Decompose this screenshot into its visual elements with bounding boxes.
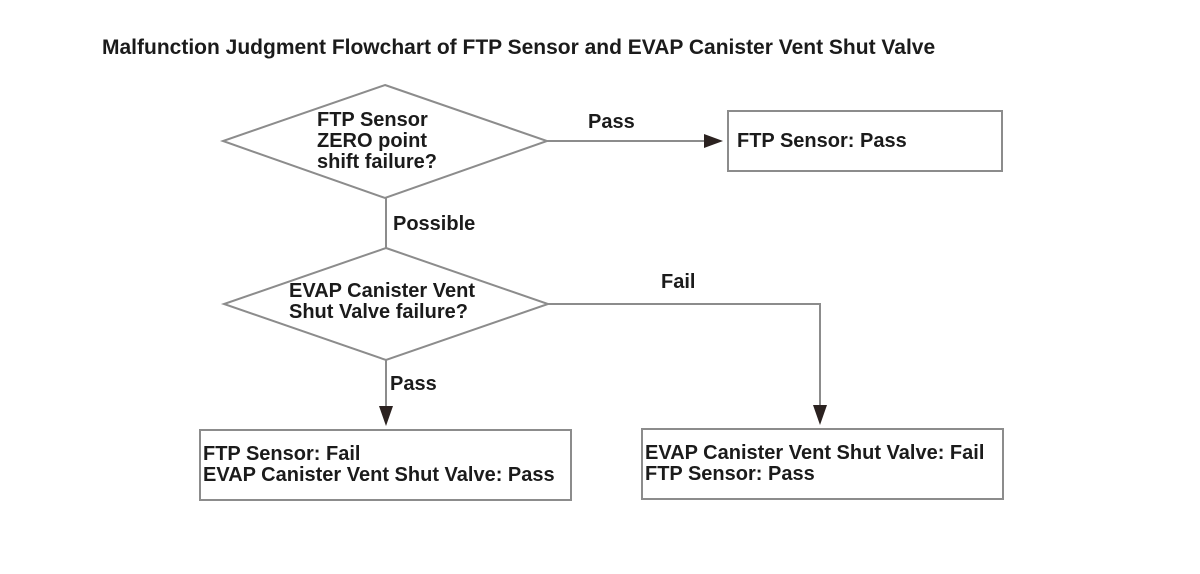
result-box-ftp-pass: FTP Sensor: Pass (727, 110, 1003, 172)
decision-1-line1: FTP Sensor (317, 109, 428, 131)
arrowhead-pass-down-icon (379, 406, 393, 426)
edge-fail-right-down (548, 303, 821, 407)
result-box-ftp-fail-line2: EVAP Canister Vent Shut Valve: Pass (203, 464, 555, 486)
label-possible: Possible (393, 213, 476, 235)
label-pass-top: Pass (588, 111, 635, 133)
arrowhead-fail-down-icon (813, 405, 827, 425)
decision-2-line2: Shut Valve failure? (289, 301, 468, 323)
decision-2-line1: EVAP Canister Vent (289, 280, 475, 302)
page-title: Malfunction Judgment Flowchart of FTP Se… (102, 36, 936, 59)
decision-1-line3: shift failure? (317, 151, 438, 173)
label-pass-bottom: Pass (390, 373, 437, 395)
result-box-valve-fail-line2: FTP Sensor: Pass (645, 463, 815, 485)
result-box-ftp-fail-line1: FTP Sensor: Fail (203, 443, 361, 465)
result-box-ftp-pass-line1: FTP Sensor: Pass (737, 129, 907, 152)
arrowhead-pass-right-icon (704, 134, 723, 148)
label-fail: Fail (661, 271, 696, 293)
result-box-valve-fail-ftp-pass: EVAP Canister Vent Shut Valve: Fail FTP … (641, 428, 1004, 500)
result-box-valve-fail-line1: EVAP Canister Vent Shut Valve: Fail (645, 442, 985, 464)
result-box-ftp-fail-valve-pass: FTP Sensor: Fail EVAP Canister Vent Shut… (199, 429, 572, 501)
decision-1-text: FTP Sensor ZERO point shift failure? (317, 110, 437, 173)
decision-1-line2: ZERO point (317, 130, 427, 152)
decision-2-text: EVAP Canister Vent Shut Valve failure? (289, 281, 475, 323)
